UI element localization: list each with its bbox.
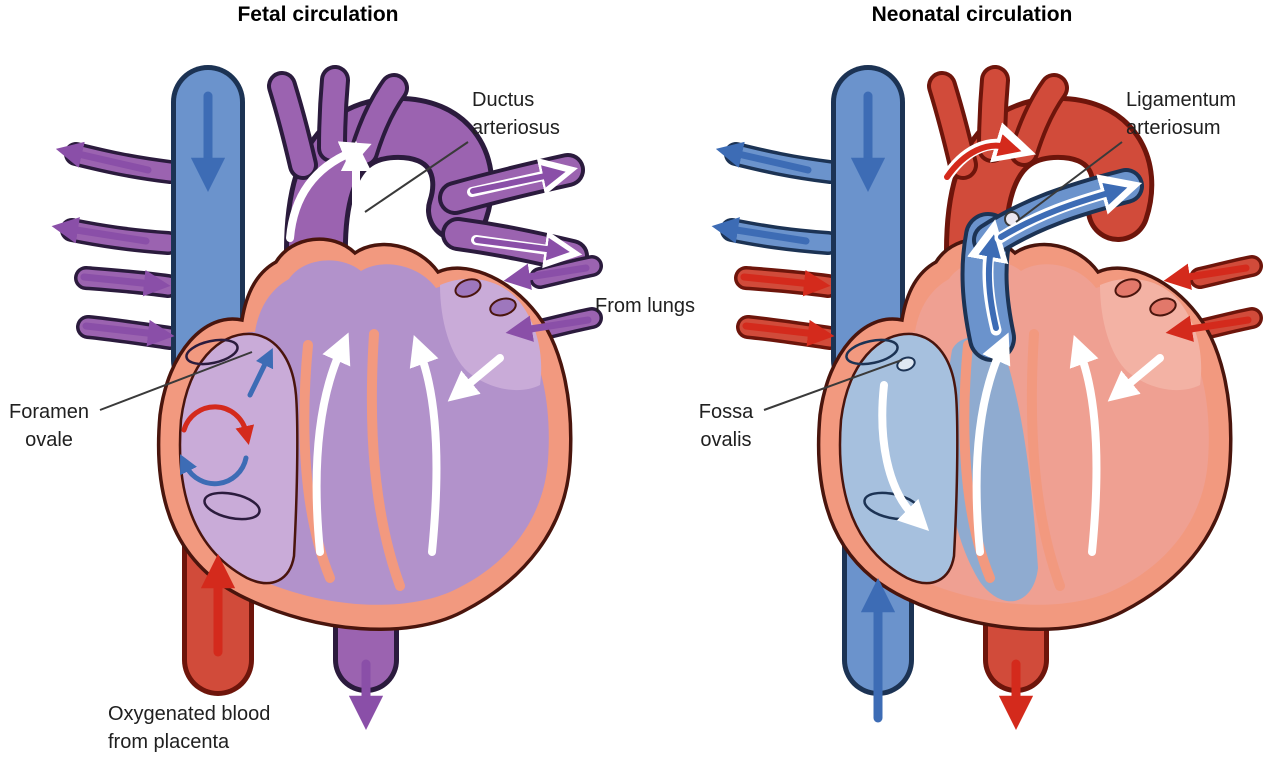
fetal-flow-arrows	[180, 140, 504, 556]
fetal-ivc-opening	[203, 491, 261, 521]
fetal-heart-illustration	[51, 65, 603, 730]
oxygenated-blood-label: Oxygenated blood from placenta	[108, 703, 271, 753]
fetal-pulmonary-vein-opening-1	[454, 278, 482, 298]
fetal-vessel-arrows	[51, 91, 592, 730]
neonatal-vessel-arrows	[711, 91, 1252, 730]
ligamentum-arteriosum-label: Ligamentum arteriosum	[1126, 89, 1237, 139]
fossa-ovalis-leader	[763, 359, 903, 411]
neonatal-flow-arrows	[878, 122, 1164, 556]
foramen-ovale-leader	[99, 351, 253, 411]
ductus-arteriosus-leader	[364, 141, 469, 213]
neonatal-pulmonary-vein-opening-2	[1149, 297, 1177, 317]
fetal-right-lung-vessels	[60, 142, 182, 350]
foramen-ovale-label: Foramen ovale	[8, 401, 90, 451]
neonatal-right-lung-vessels	[720, 142, 842, 350]
fetal-right-atrium	[178, 332, 299, 585]
from-lungs-label: From lungs	[595, 295, 696, 317]
neonatal-title: Neonatal circulation	[871, 3, 1073, 26]
fetal-pulmonary-vein-opening-2	[489, 297, 517, 317]
neonatal-septum-2	[1026, 329, 1065, 591]
ligamentum-arteriosum-leader	[1015, 141, 1123, 223]
fetal-septum-2	[366, 329, 405, 591]
leader-lines	[99, 141, 1123, 411]
neonatal-svc-opening	[845, 338, 899, 366]
fetal-svc-opening	[185, 338, 239, 366]
ductus-arteriosus-label: Ductus arteriosus	[472, 89, 560, 139]
fetal-title: Fetal circulation	[237, 3, 399, 26]
fossa-ovalis-label: Fossa ovalis	[698, 401, 754, 451]
neonatal-pulmonary-vein-opening-1	[1114, 278, 1142, 298]
neonatal-heart-illustration	[711, 65, 1263, 730]
